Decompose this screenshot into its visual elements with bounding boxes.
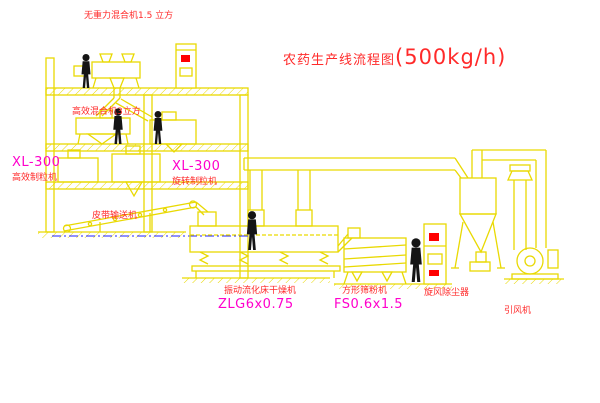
indicator-red — [181, 55, 190, 62]
label-cyclone: 旋风除尘器 — [424, 288, 470, 298]
label-granulator-right-name: 旋转制粒机 — [172, 177, 218, 187]
label-high-efficiency-mixer: 高效混合机3立方 — [72, 107, 141, 117]
label-sieve-model: FS0.6x1.5 — [334, 297, 404, 312]
exhaust-duct — [243, 157, 469, 210]
worker-figure — [153, 110, 163, 144]
induced-draft-fan-machine — [504, 247, 564, 284]
belt-conveyor-machine — [62, 200, 209, 233]
label-induced-draft-fan: 引风机 — [504, 306, 532, 316]
exhaust-stack — [506, 164, 534, 250]
label-sieve-name: 方形筛粉机 — [342, 286, 388, 296]
building-structure — [38, 57, 249, 279]
granulator-left-machine — [57, 149, 99, 183]
label-gravityless-mixer: 无重力混合机1.5 立方 — [84, 11, 174, 21]
indicator-red — [429, 233, 439, 241]
label-dryer-model: ZLG6x0.75 — [218, 297, 294, 312]
gravityless-mixer — [73, 53, 141, 89]
title-capacity: (500kg/h) — [395, 45, 507, 69]
label-belt-conveyor: 皮带输送机 — [92, 211, 138, 221]
worker-figure — [410, 238, 422, 282]
control-cabinet-top — [175, 43, 197, 89]
label-granulator-left-model: XL-300 — [12, 155, 61, 170]
y-duct — [95, 88, 153, 122]
label-granulator-right-model: XL-300 — [172, 159, 221, 174]
clean-air-duct — [472, 149, 547, 248]
label-granulator-left-name: 高效制粒机 — [12, 173, 58, 183]
worker-figure — [81, 53, 91, 88]
label-dryer-name: 振动流化床干燥机 — [224, 286, 297, 296]
granulator-center-machine — [111, 145, 161, 198]
fluid-bed-dryer-machine — [182, 209, 353, 283]
control-cabinet-right — [423, 223, 447, 285]
drawing-title: 农药生产线流程图(500kg/h) — [283, 45, 507, 69]
title-text: 农药生产线流程图 — [283, 53, 396, 68]
granulator-upper-machine — [149, 111, 197, 153]
high-efficiency-mixer-machine — [75, 109, 131, 145]
indicator-red — [429, 270, 439, 276]
cyclone-machine — [451, 150, 505, 272]
